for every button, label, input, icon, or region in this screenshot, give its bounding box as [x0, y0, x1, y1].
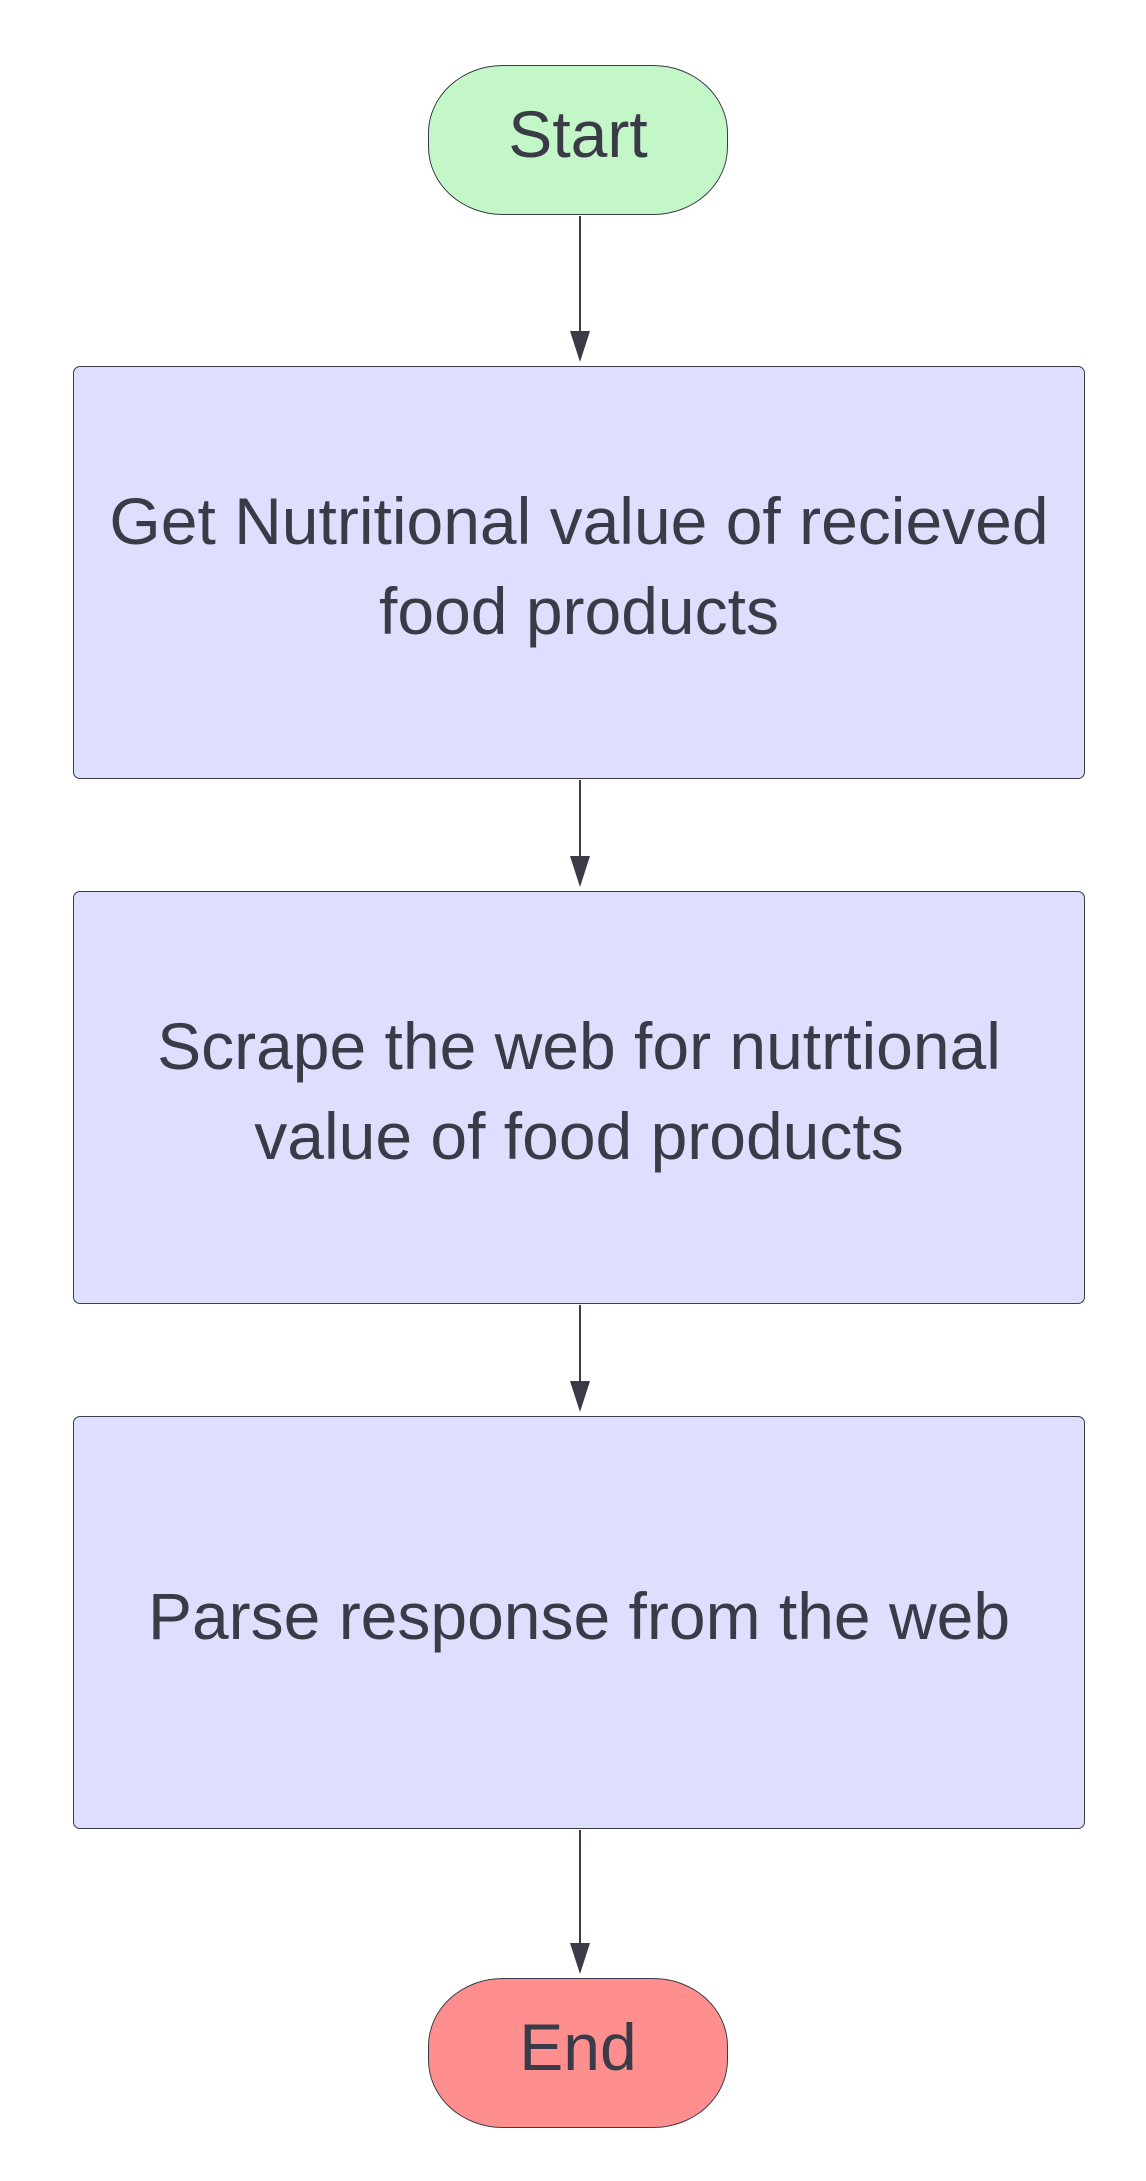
arrow-step-1-to-step-2 [570, 780, 590, 887]
end-node-label: End [519, 2010, 637, 2085]
start-node-label: Start [508, 97, 648, 172]
start-node: Start [428, 65, 728, 215]
arrow-start-to-step-1 [570, 216, 590, 362]
end-node: End [428, 1978, 728, 2128]
arrow-step-2-to-step-3 [570, 1305, 590, 1412]
process-step-label: Parse response from the web [147, 1578, 1011, 1653]
process-step-label: Get Nutritional value of recieved food p… [109, 483, 1049, 648]
process-step-parse-response: Parse response from the web [73, 1416, 1085, 1829]
process-step-label: Scrape the web for nutrtional value of f… [157, 1008, 1001, 1173]
arrow-step-3-to-end [570, 1830, 590, 1974]
process-step-scrape-web: Scrape the web for nutrtional value of f… [73, 891, 1085, 1304]
process-step-get-nutritional-value: Get Nutritional value of recieved food p… [73, 366, 1085, 779]
